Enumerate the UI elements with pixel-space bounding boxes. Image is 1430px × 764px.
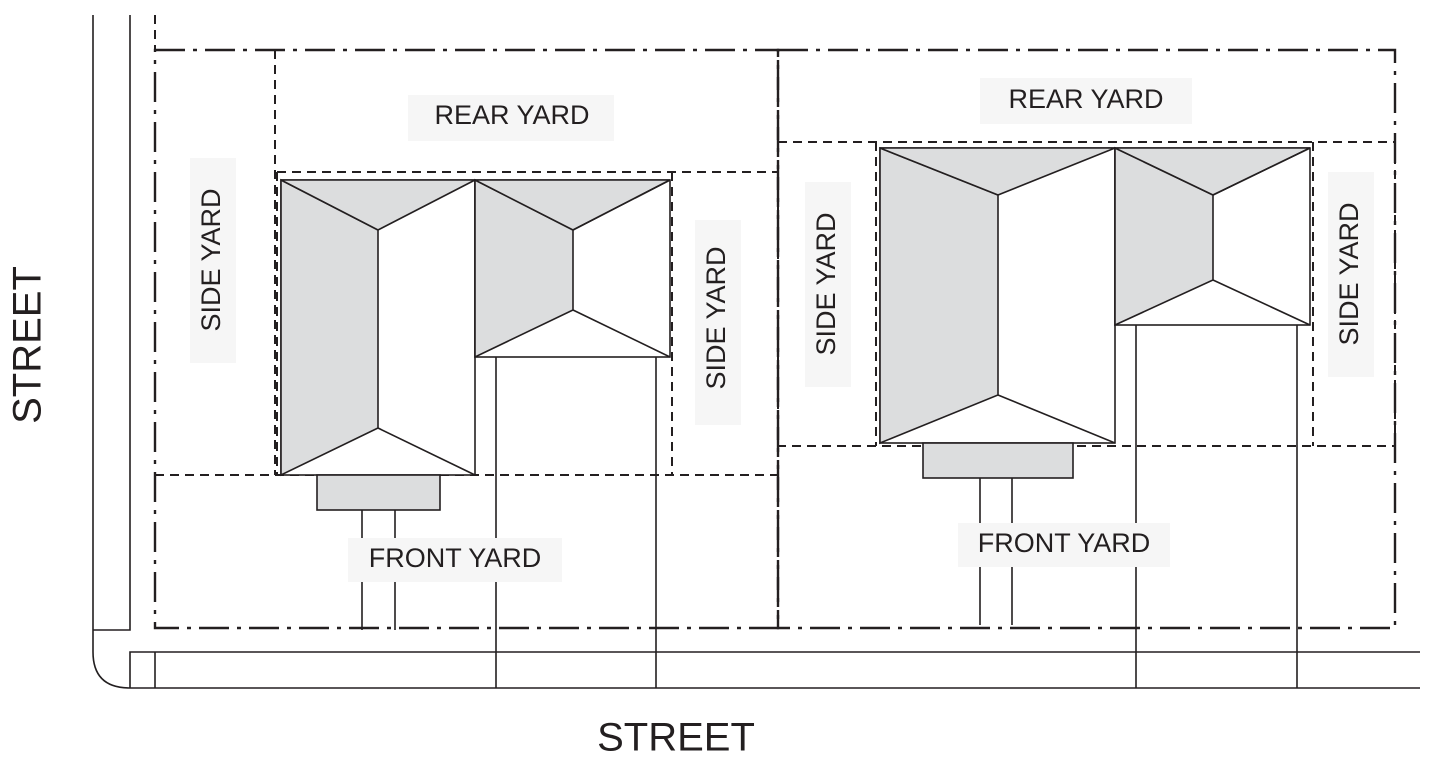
street-left-label: STREET — [6, 266, 50, 424]
house-2 — [879, 146, 1311, 688]
lot-1-rear-yard-label: REAR YARD — [434, 100, 589, 130]
lot-2-front-yard-label: FRONT YARD — [978, 528, 1151, 558]
lot-2-side-yard-left-label: SIDE YARD — [811, 212, 841, 355]
lot-2-setback-lines — [777, 141, 1396, 447]
house-1 — [280, 178, 671, 688]
lot-1-setback-lines — [155, 50, 778, 476]
porch-1 — [316, 474, 441, 511]
street-bottom-label: STREET — [597, 716, 755, 760]
lot-1-side-yard-left-label: SIDE YARD — [196, 188, 226, 331]
lot-1-front-yard-label: FRONT YARD — [369, 543, 542, 573]
porch-2 — [922, 442, 1074, 479]
lot-1-side-yard-right-label: SIDE YARD — [701, 246, 731, 389]
lot-2-side-yard-right-label: SIDE YARD — [1334, 202, 1364, 345]
lot-2-rear-yard-label: REAR YARD — [1008, 84, 1163, 114]
street-edges — [92, 15, 1420, 689]
